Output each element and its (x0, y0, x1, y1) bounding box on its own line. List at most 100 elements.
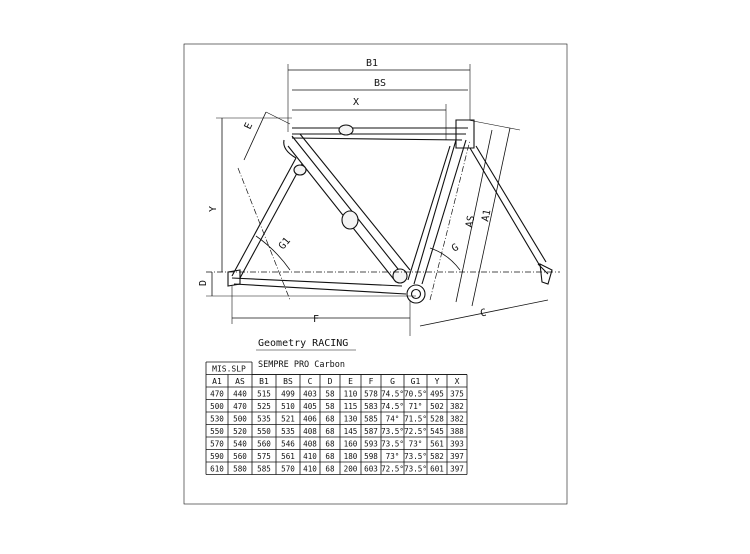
table-cell: 397 (450, 465, 464, 474)
label-b1: B1 (366, 58, 378, 69)
label-g1: G1 (277, 236, 293, 252)
front-dropout (539, 263, 553, 285)
label-e: E (243, 121, 256, 131)
table-cell: 72.5° (404, 427, 427, 436)
dimension-lines (206, 64, 560, 336)
table-cell: 73.5° (381, 427, 404, 436)
table-cell: 470 (233, 402, 247, 411)
table-cell: 393 (450, 440, 464, 449)
col-header-a1: A1 (212, 377, 222, 386)
label-x: X (353, 97, 359, 108)
model-name: SEMPRE PRO Carbon (258, 360, 345, 370)
table-cell: 528 (430, 415, 444, 424)
table-cell: 115 (344, 402, 358, 411)
table-cell: 601 (430, 465, 444, 474)
seat-stays (231, 157, 303, 279)
col-header-f: F (369, 377, 374, 386)
table-cell: 587 (364, 427, 378, 436)
table-cell: 530 (210, 415, 224, 424)
table-cell: 68 (325, 427, 335, 436)
table-cell: 583 (364, 402, 378, 411)
label-d: D (198, 280, 209, 286)
table-cell: 585 (364, 415, 378, 424)
table-cell: 410 (303, 465, 317, 474)
table-cell: 71° (409, 402, 423, 411)
col-header-b1: B1 (259, 377, 269, 386)
table-cell: 408 (303, 440, 317, 449)
table-cell: 405 (303, 402, 317, 411)
table-cell: 71.5° (404, 415, 427, 424)
table-cell: 70.5° (404, 390, 427, 399)
label-g: G (450, 242, 461, 255)
table-cell: 73.5° (404, 465, 427, 474)
table-cell: 540 (233, 440, 247, 449)
table-cell: 145 (344, 427, 358, 436)
table-cell: 160 (344, 440, 358, 449)
col-header-y: Y (435, 377, 440, 386)
table-cell: 375 (450, 390, 464, 399)
table-cell: 180 (344, 452, 358, 461)
table-cell: 520 (233, 427, 247, 436)
table-cell: 68 (325, 465, 335, 474)
table-cell: 610 (210, 465, 224, 474)
table-cell: 525 (257, 402, 271, 411)
table-cell: 561 (430, 440, 444, 449)
seat-tube (287, 133, 411, 283)
label-f: F (313, 314, 319, 325)
col-header-g: G (390, 377, 395, 386)
col-header-c: C (308, 377, 313, 386)
label-a1: A1 (480, 209, 493, 223)
table-cell: 72.5° (381, 465, 404, 474)
table-cell: 502 (430, 402, 444, 411)
cable-port-bb (392, 268, 408, 284)
size-header: MIS.SLP (212, 365, 246, 374)
table-cell: 382 (450, 402, 464, 411)
table-cell: 130 (344, 415, 358, 424)
seat-cluster (283, 139, 297, 159)
table-cell: 74.5° (381, 390, 404, 399)
table-cell: 603 (364, 465, 378, 474)
table-cell: 68 (325, 415, 335, 424)
top-tube (292, 127, 468, 135)
col-header-bs: BS (283, 377, 293, 386)
table-cell: 598 (364, 452, 378, 461)
col-header-e: E (348, 377, 353, 386)
sheet-border (183, 43, 568, 505)
label-c: C (479, 308, 487, 320)
table-cell: 535 (257, 415, 271, 424)
table-cell: 408 (303, 427, 317, 436)
table-cell: 570 (210, 440, 224, 449)
table-cell: 521 (281, 415, 295, 424)
table-cell: 582 (430, 452, 444, 461)
table-cell: 388 (450, 427, 464, 436)
table-cell: 410 (303, 452, 317, 461)
col-header-d: D (328, 377, 333, 386)
table-cell: 397 (450, 452, 464, 461)
table-cell: 560 (257, 440, 271, 449)
table-cell: 406 (303, 415, 317, 424)
table-cell: 110 (344, 390, 358, 399)
geometry-title: Geometry RACING (258, 338, 348, 349)
table-cell: 68 (325, 440, 335, 449)
table-cell: 382 (450, 415, 464, 424)
table-cell: 561 (281, 452, 295, 461)
table-cell: 535 (281, 427, 295, 436)
table-cell: 58 (325, 390, 335, 399)
table-cell: 499 (281, 390, 295, 399)
table-cell: 515 (257, 390, 271, 399)
table-cell: 68 (325, 452, 335, 461)
col-header-as: AS (235, 377, 245, 386)
table-cell: 73.5° (381, 440, 404, 449)
cable-port-seat-tube (341, 210, 359, 230)
label-as: AS (464, 215, 477, 229)
table-cell: 470 (210, 390, 224, 399)
col-header-g1: G1 (411, 377, 421, 386)
table-cell: 580 (233, 465, 247, 474)
table-cell: 73.5° (404, 452, 427, 461)
table-cell: 58 (325, 402, 335, 411)
label-bs: BS (374, 78, 386, 89)
table-cell: 593 (364, 440, 378, 449)
table-cell: 510 (281, 402, 295, 411)
